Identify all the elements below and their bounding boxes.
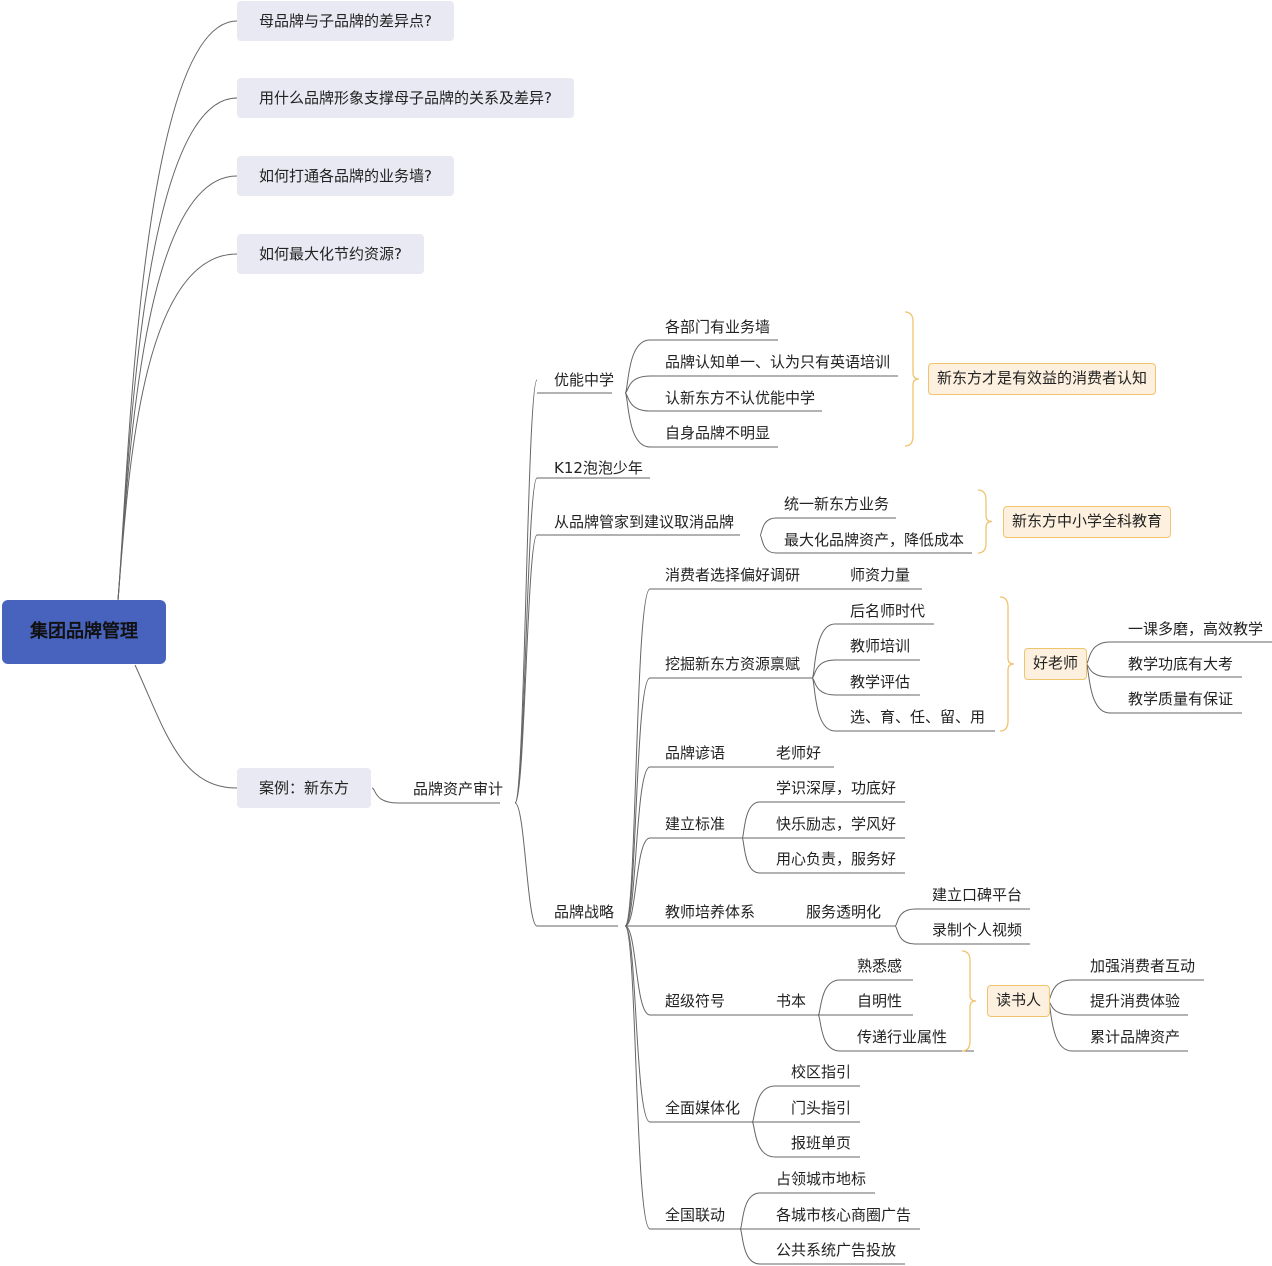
connector-line [117,175,238,601]
standard-node[interactable]: 建立标准 [665,815,726,833]
connector-line [117,97,238,601]
mine-item[interactable]: 教师培训 [850,637,911,655]
national-node[interactable]: 全国联动 [665,1206,726,1224]
bracket-line [999,596,1015,732]
symbol-item[interactable]: 熟悉感 [857,957,903,975]
connector-line [514,802,538,927]
survey-child[interactable]: 师资力量 [850,566,911,584]
mine-summary-item[interactable]: 教学功底有大考 [1128,655,1234,673]
question-node[interactable]: 如何最大化节约资源? [237,234,424,274]
connector-line [624,925,651,1230]
symbol-node[interactable]: 超级符号 [665,992,726,1010]
cancel-summary[interactable]: 新东方中小学全科教育 [1003,506,1172,538]
cancel-node[interactable]: 从品牌管家到建议取消品牌 [554,513,735,531]
symbol-summary-item[interactable]: 加强消费者互动 [1090,957,1196,975]
training-item[interactable]: 录制个人视频 [932,921,1023,939]
mine-item[interactable]: 教学评估 [850,673,911,691]
question-node[interactable]: 用什么品牌形象支撑母子品牌的关系及差异? [237,78,574,118]
media-item[interactable]: 报班单页 [791,1134,852,1152]
youneng-item[interactable]: 自身品牌不明显 [665,424,771,442]
connector-line [514,379,538,804]
connector-line [624,677,651,927]
national-item[interactable]: 各城市核心商圈广告 [776,1206,912,1224]
connector-line [117,253,238,601]
symbol-summary[interactable]: 读书人 [987,985,1051,1017]
connector-line [514,534,538,804]
connector-line [624,766,651,927]
standard-item[interactable]: 快乐励志，学风好 [776,815,897,833]
youneng-item[interactable]: 认新东方不认优能中学 [665,389,816,407]
question-node[interactable]: 母品牌与子品牌的差异点? [237,1,454,41]
slogan-node[interactable]: 品牌谚语 [665,744,726,762]
connector-line [624,588,651,927]
symbol-summary-item[interactable]: 累计品牌资产 [1090,1028,1181,1046]
youneng-node[interactable]: 优能中学 [554,371,615,389]
media-node[interactable]: 全面媒体化 [665,1099,741,1117]
mine-summary-item[interactable]: 一课多磨，高效教学 [1128,620,1264,638]
connector-line [624,837,651,927]
cancel-item[interactable]: 统一新东方业务 [784,495,890,513]
symbol-child[interactable]: 书本 [776,992,807,1010]
bracket-line [904,311,920,447]
bracket-line [977,489,993,554]
bracket-line [961,950,977,1052]
slogan-child[interactable]: 老师好 [776,744,822,762]
connector-line [117,20,238,601]
connector-line [514,477,538,804]
symbol-summary-item[interactable]: 提升消费体验 [1090,992,1181,1010]
mine-summary[interactable]: 好老师 [1024,648,1088,680]
audit-node[interactable]: 品牌资产审计 [413,780,504,798]
youneng-item[interactable]: 各部门有业务墙 [665,318,771,336]
standard-item[interactable]: 用心负责，服务好 [776,850,897,868]
symbol-item[interactable]: 传递行业属性 [857,1028,948,1046]
connector-line [624,925,651,1123]
survey-node[interactable]: 消费者选择偏好调研 [665,566,801,584]
strategy-node[interactable]: 品牌战略 [554,903,615,921]
connector-line [624,925,651,1016]
mine-summary-item[interactable]: 教学质量有保证 [1128,690,1234,708]
training-child[interactable]: 服务透明化 [806,903,882,921]
mine-item[interactable]: 后名师时代 [850,602,926,620]
youneng-item[interactable]: 品牌认知单一、认为只有英语培训 [665,353,891,371]
question-node[interactable]: 如何打通各品牌的业务墙? [237,156,454,196]
symbol-item[interactable]: 自明性 [857,992,903,1010]
national-item[interactable]: 占领城市地标 [776,1170,867,1188]
media-item[interactable]: 门头指引 [791,1099,852,1117]
case-node[interactable]: 案例：新东方 [237,768,372,808]
media-item[interactable]: 校区指引 [791,1063,852,1081]
training-node[interactable]: 教师培养体系 [665,903,756,921]
national-item[interactable]: 公共系统广告投放 [776,1241,897,1259]
standard-item[interactable]: 学识深厚，功底好 [776,779,897,797]
mine-item[interactable]: 选、育、任、留、用 [850,708,986,726]
root-node[interactable]: 集团品牌管理 [2,600,166,664]
mine-node[interactable]: 挖掘新东方资源禀赋 [665,655,801,673]
cancel-item[interactable]: 最大化品牌资产，降低成本 [784,531,965,549]
youneng-summary[interactable]: 新东方才是有效益的消费者认知 [928,363,1157,395]
connector-line [134,664,238,789]
training-item[interactable]: 建立口碑平台 [932,886,1023,904]
k12-node[interactable]: K12泡泡少年 [554,459,643,477]
